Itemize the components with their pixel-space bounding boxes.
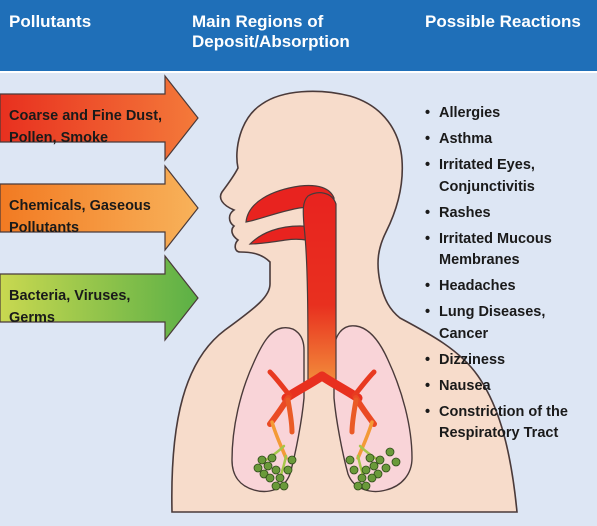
bullet-icon: •	[425, 103, 430, 125]
reaction-item: •Lung Diseases, Cancer	[425, 302, 597, 345]
bullet-icon: •	[425, 229, 430, 251]
reactions-list: •Allergies •Asthma •Irritated Eyes, Conj…	[425, 103, 597, 449]
reaction-item: •Nausea	[425, 376, 597, 398]
bullet-icon: •	[425, 376, 430, 398]
reaction-item: •Irritated Mucous Membranes	[425, 229, 597, 272]
reaction-item: •Asthma	[425, 129, 597, 151]
reaction-item: •Rashes	[425, 203, 597, 225]
pollutant-label-dust: Coarse and Fine Dust, Pollen, Smoke	[9, 105, 194, 149]
reaction-item: •Constriction of the Respiratory Tract	[425, 402, 597, 445]
bullet-icon: •	[425, 129, 430, 151]
bullet-icon: •	[425, 203, 430, 225]
bullet-icon: •	[425, 155, 430, 177]
bullet-icon: •	[425, 350, 430, 372]
bullet-icon: •	[425, 402, 430, 424]
trachea	[303, 193, 336, 380]
bullet-icon: •	[425, 302, 430, 324]
bullet-icon: •	[425, 276, 430, 298]
reaction-item: •Headaches	[425, 276, 597, 298]
pollutant-label-chemicals: Chemicals, Gaseous Pollutants	[9, 195, 169, 239]
reaction-item: •Dizziness	[425, 350, 597, 372]
reaction-item: •Allergies	[425, 103, 597, 125]
pollutant-label-germs: Bacteria, Viruses, Germs	[9, 285, 169, 329]
reaction-item: •Irritated Eyes, Conjunctivitis	[425, 155, 597, 198]
